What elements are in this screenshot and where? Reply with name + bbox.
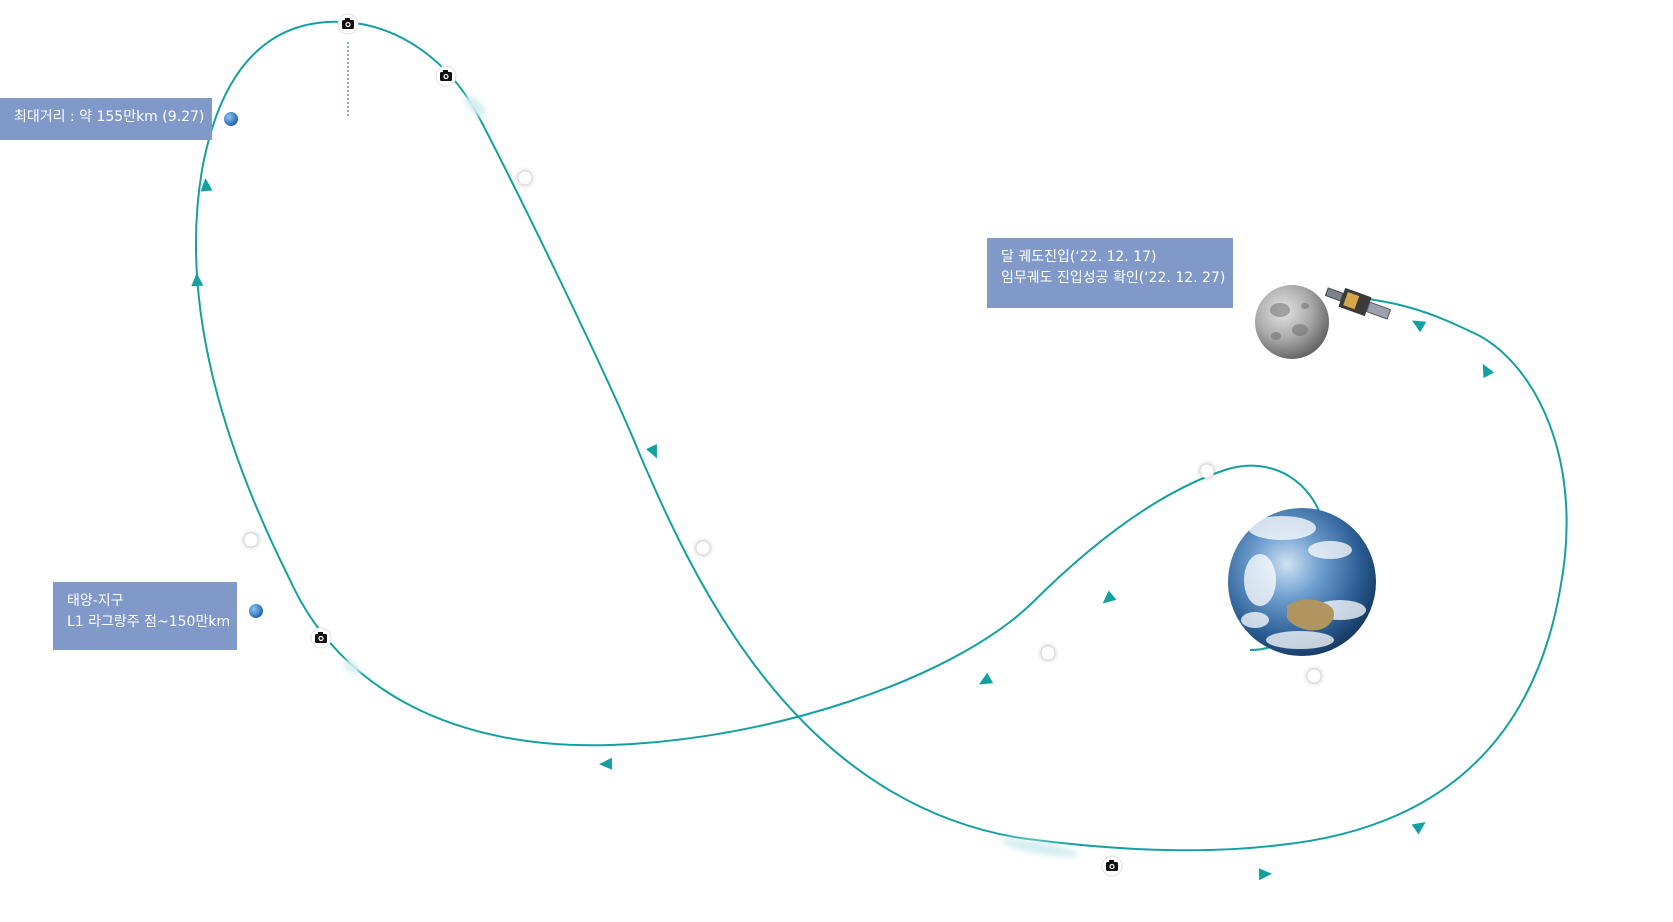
position-marker — [1040, 645, 1056, 661]
position-marker — [695, 540, 711, 556]
arrow-head — [200, 178, 213, 192]
lunar-text-line1: 달 궤도진입(‘22. 12. 17) — [1001, 249, 1157, 265]
arrow-head — [1258, 868, 1272, 881]
arrow-head — [1411, 821, 1426, 835]
arrow-head — [646, 444, 657, 459]
arrow-head — [191, 273, 204, 287]
max-distance-label: 최대거리 : 약 155만km (9.27) — [0, 98, 212, 140]
lunar-orbit-label: 달 궤도진입(‘22. 12. 17) 임무궤도 진입성공 확인(‘22. 12… — [987, 238, 1233, 308]
glow-segments — [343, 95, 1080, 858]
arrow-head — [1102, 590, 1117, 604]
glow-segment — [1000, 838, 1080, 858]
position-marker — [1199, 463, 1215, 479]
lunar-text-line2: 임무궤도 진입성공 확인(‘22. 12. 27) — [1001, 270, 1226, 286]
lagrange-label: 태양-지구 L1 라그랑주 점~150만km — [53, 582, 237, 650]
camera-icon — [310, 627, 332, 649]
arrow-head — [599, 757, 613, 770]
position-markers — [243, 170, 1322, 684]
arrow-head — [1482, 363, 1495, 379]
max-distance-text: 최대거리 : 약 155만km (9.27) — [14, 109, 205, 125]
camera-icon — [337, 13, 359, 35]
lagrange-text-line2: L1 라그랑주 점~150만km — [67, 614, 231, 630]
position-marker — [243, 532, 259, 548]
position-marker — [517, 170, 533, 186]
direction-arrows — [191, 178, 1495, 881]
position-marker — [1306, 668, 1322, 684]
camera-icon — [435, 65, 457, 87]
earth — [1228, 508, 1376, 656]
trajectory-path — [194, 20, 1568, 852]
arrow-head — [978, 672, 994, 685]
lagrange-marker — [249, 604, 263, 618]
glow-segment — [343, 659, 361, 675]
lagrange-text-line1: 태양-지구 — [67, 593, 124, 609]
camera-icon — [1101, 855, 1123, 877]
arrow-head — [1411, 320, 1427, 333]
spacecraft — [1324, 287, 1392, 320]
max-distance-marker — [224, 112, 238, 126]
moon — [1255, 285, 1329, 359]
earth-continent — [1287, 599, 1335, 631]
glow-segment — [464, 95, 486, 117]
